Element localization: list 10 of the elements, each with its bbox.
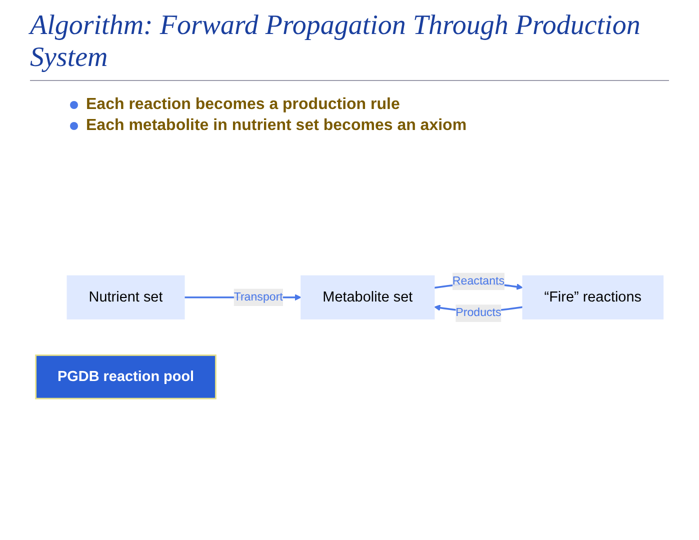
slide-title: Algorithm: Forward Propagation Through Production System [30,10,669,81]
bullet-text: Each metabolite in nutrient set becomes an axiom [86,117,467,135]
bullet-text: Each reaction becomes a production rule [86,96,400,114]
edge-label: Reactants [452,275,505,288]
node-box: Metabolite set [300,276,435,320]
edge-label: Products [456,307,502,320]
node-box: “Fire” reactions [522,276,664,320]
edge-label: Transport [234,291,283,304]
node-box: Nutrient set [66,276,185,320]
node-box: PGDB reaction pool [35,354,216,400]
